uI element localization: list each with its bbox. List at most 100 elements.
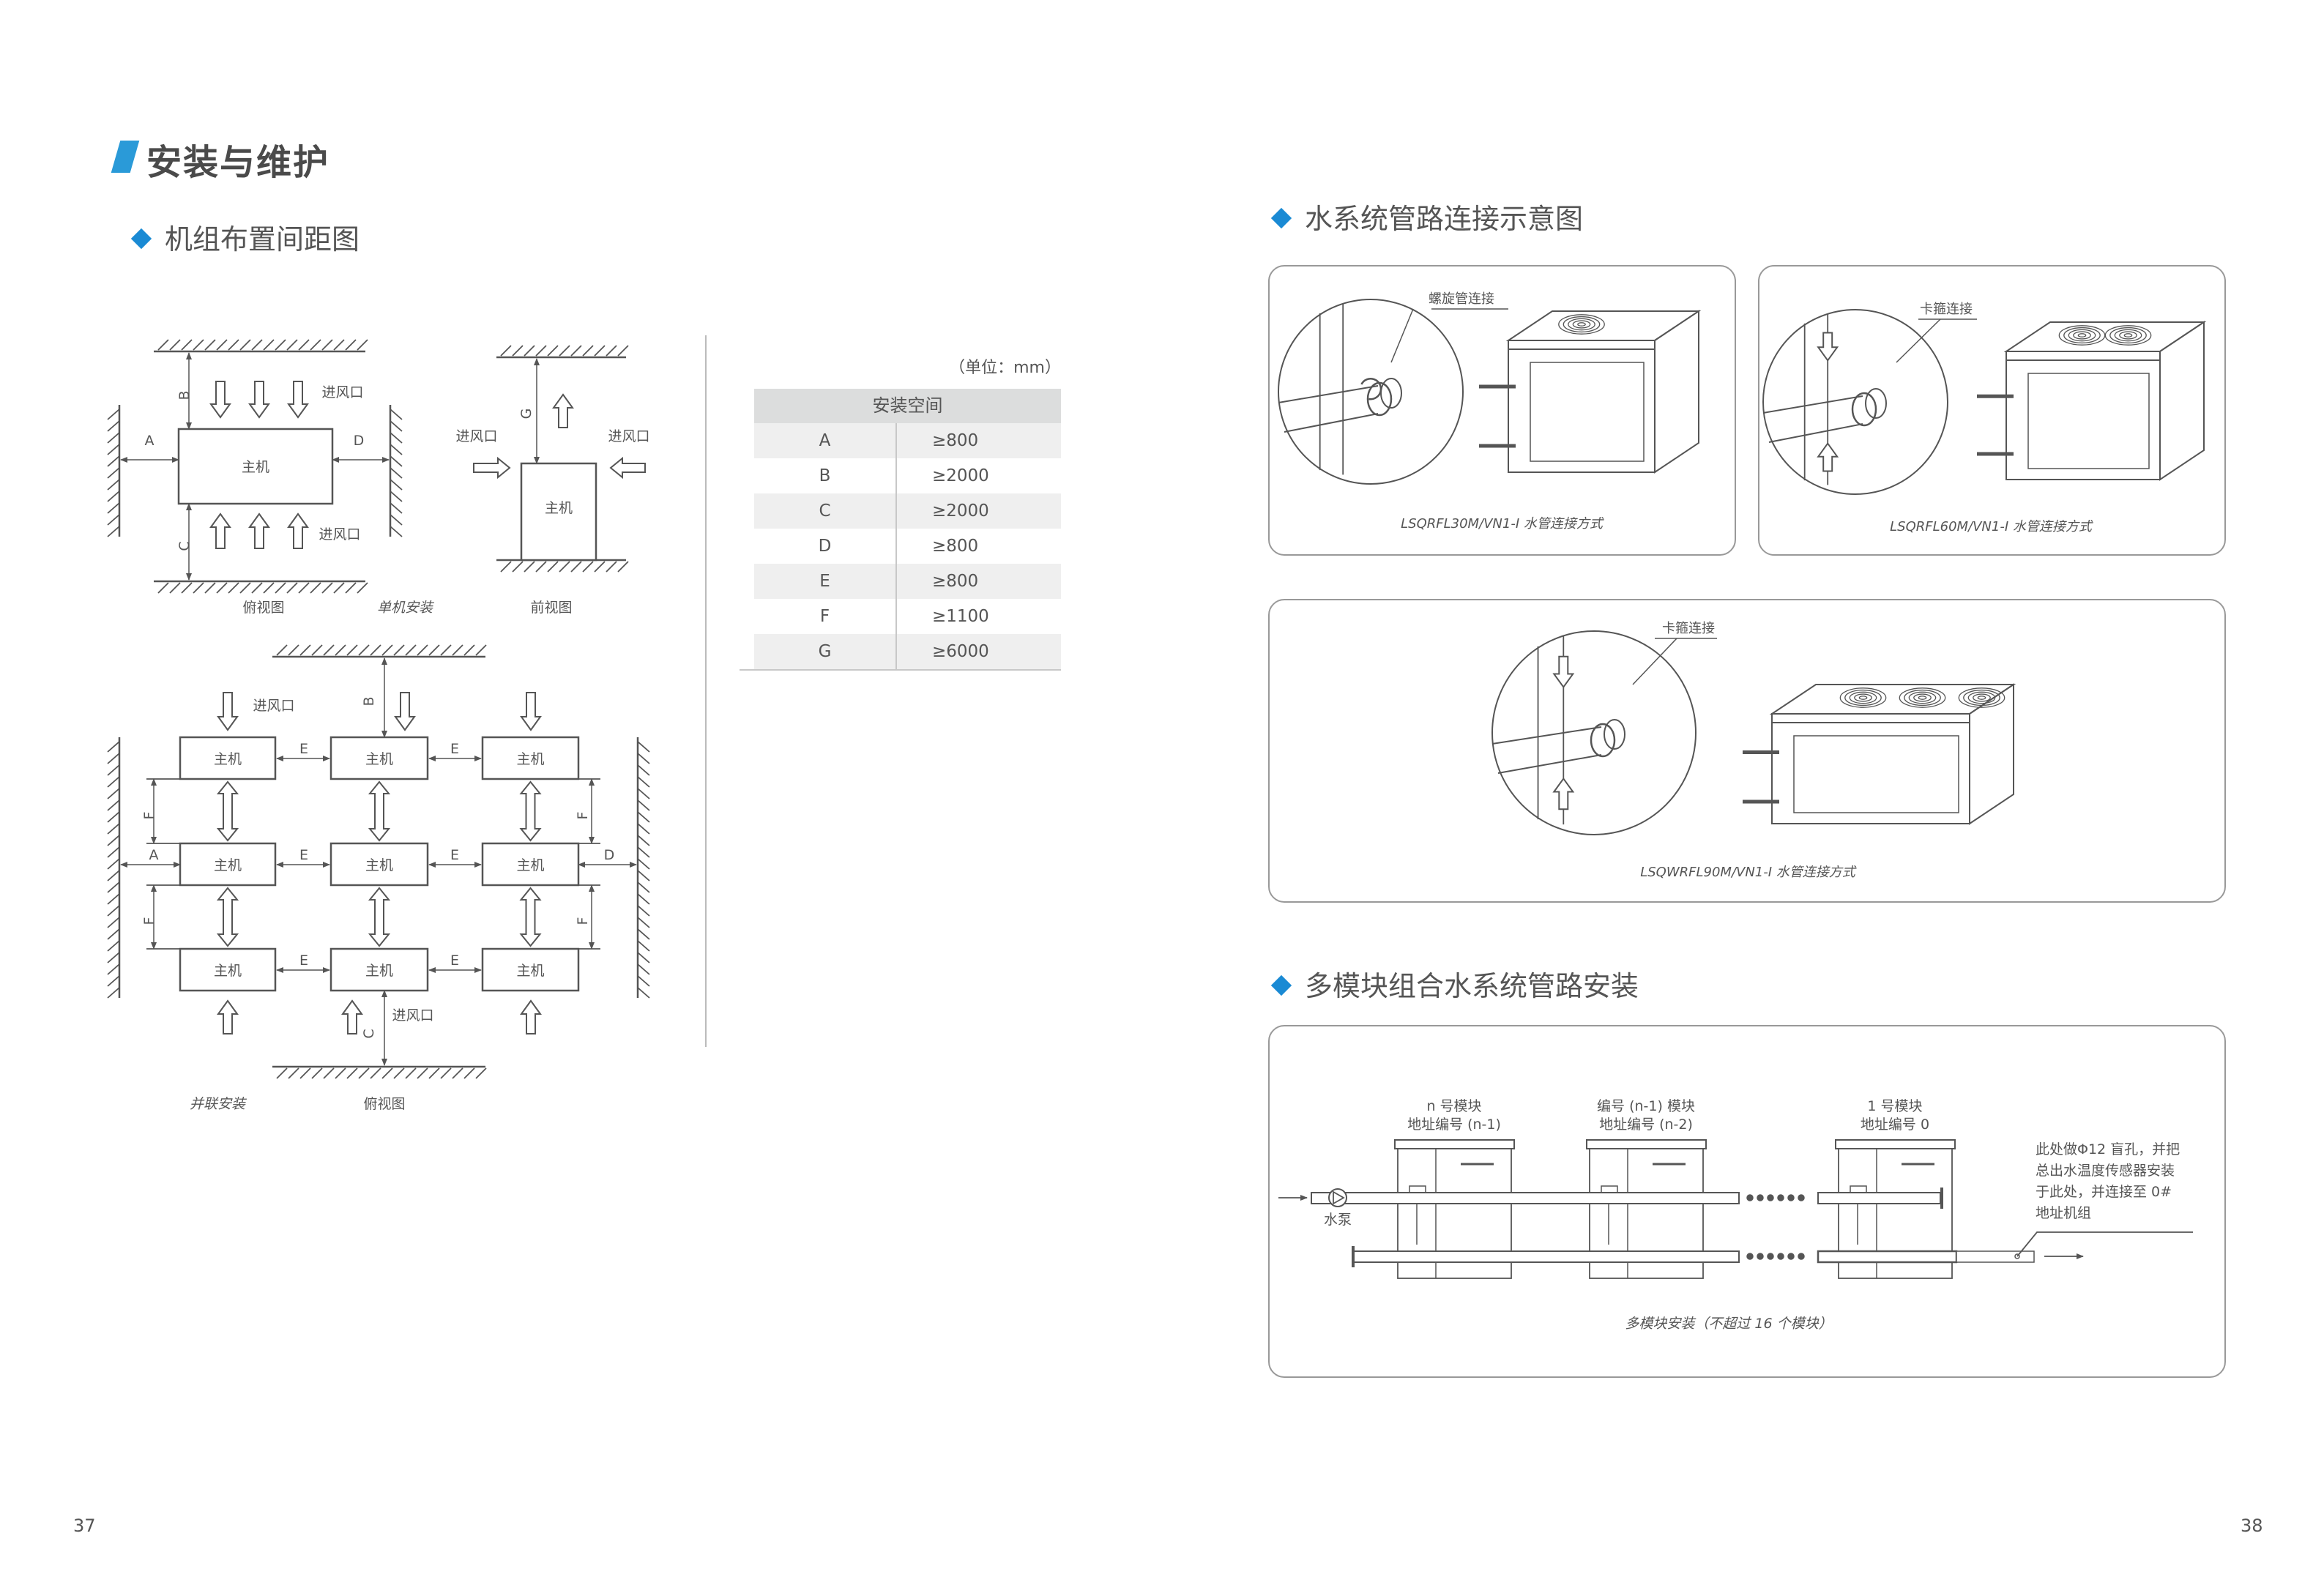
wall-hatch xyxy=(358,644,370,656)
continuation-dot xyxy=(1757,1194,1764,1201)
fan-icon xyxy=(1568,318,1595,331)
page-number-right: 38 xyxy=(2241,1516,2263,1536)
wall-hatch xyxy=(606,345,617,357)
main-unit-label: 主机 xyxy=(516,751,544,767)
wall-hatch xyxy=(107,881,120,893)
wall-hatch xyxy=(181,339,193,351)
main-unit-box xyxy=(481,842,580,887)
panel-caption: LSQRFL30M/VN1-I 水管连接方式 xyxy=(1401,516,1604,532)
continuation-dot xyxy=(1767,1253,1774,1260)
module-cap xyxy=(1586,1139,1707,1149)
wall-hatch xyxy=(417,644,428,656)
column-divider xyxy=(705,335,707,1047)
callout-leader xyxy=(1896,318,1941,363)
pipe-outline xyxy=(1491,726,1602,774)
wall-hatch xyxy=(637,963,650,975)
front-view-caption: 前视图 xyxy=(530,600,572,616)
module-cap xyxy=(1394,1139,1515,1149)
magnifier-circle xyxy=(1762,309,1948,495)
wall-hatch xyxy=(452,1067,463,1079)
table-bottom-rule xyxy=(740,669,1061,671)
wall-hatch xyxy=(333,339,345,351)
unit-60m-lid xyxy=(2005,351,2161,361)
main-unit-box xyxy=(329,947,429,992)
wall-hatch xyxy=(637,753,650,764)
table-header: 安装空间 xyxy=(754,389,1061,423)
wall-hatch xyxy=(157,582,169,594)
wall-hatch xyxy=(570,345,582,357)
space-value: ≥2000 xyxy=(932,466,989,485)
wall-hatch xyxy=(535,345,547,357)
wall-hatch xyxy=(637,987,650,999)
wall-hatch xyxy=(310,582,321,594)
wall-hatch xyxy=(405,1067,417,1079)
return-pipe xyxy=(1352,1250,1740,1263)
wall-hatch xyxy=(637,799,650,811)
wall-hatch xyxy=(107,409,120,420)
wall-hatch xyxy=(107,444,120,455)
air-inlet-label: 进风口 xyxy=(253,698,294,714)
fan-icon xyxy=(2063,327,2101,344)
space-key: B xyxy=(754,458,897,493)
wall-hatch xyxy=(381,644,393,656)
wall-hatch xyxy=(428,1067,440,1079)
panel-90m xyxy=(1268,599,2226,903)
airflow-arrow-icon xyxy=(609,456,646,480)
space-key: F xyxy=(754,599,897,634)
wall-hatch xyxy=(299,1067,311,1079)
dim-label-b: B xyxy=(361,696,377,706)
wall-hatch xyxy=(311,1067,323,1079)
wall-hatch xyxy=(107,917,120,928)
wall-hatch xyxy=(637,928,650,940)
module-label: 地址编号 0 xyxy=(1861,1116,1929,1133)
fan-icon xyxy=(1908,691,1937,704)
top-view-caption: 俯视图 xyxy=(242,600,284,616)
main-unit-label: 主机 xyxy=(516,963,544,979)
wall-hatch xyxy=(107,788,120,799)
airflow-arrow-icon xyxy=(1552,777,1575,810)
sensor-note-line: 此处做Φ12 盲孔，并把 xyxy=(2036,1141,2180,1157)
continuation-dot xyxy=(1787,1253,1795,1260)
wall-hatch xyxy=(181,582,193,594)
fan-icon xyxy=(2109,327,2147,344)
main-unit-label: 主机 xyxy=(214,963,242,979)
dim-label-e: E xyxy=(299,952,308,969)
space-value: ≥6000 xyxy=(932,642,989,661)
fan-icon xyxy=(1904,689,1941,707)
wall-hatch xyxy=(239,339,251,351)
airflow-arrow-icon xyxy=(394,692,416,731)
wall-hatch xyxy=(390,502,403,514)
wall-hatch xyxy=(286,582,298,594)
supply-pipe xyxy=(1817,1192,1941,1204)
wall-hatch xyxy=(390,514,403,526)
dim-label-d: D xyxy=(604,847,615,863)
wall-hatch xyxy=(107,952,120,963)
module-label: 地址编号 (n-1) xyxy=(1407,1116,1501,1133)
wall-hatch xyxy=(311,644,323,656)
wall-hatch xyxy=(107,823,120,835)
airflow-arrow-icon xyxy=(209,381,231,419)
wall-hatch xyxy=(107,811,120,823)
wall-hatch xyxy=(594,561,606,573)
table-row: A≥800 xyxy=(754,423,1061,458)
wall-hatch xyxy=(251,339,263,351)
wall-hatch xyxy=(452,644,463,656)
wall-hatch xyxy=(637,870,650,881)
wall-hatch xyxy=(275,582,286,594)
wall-hatch xyxy=(228,582,239,594)
wall-hatch xyxy=(524,345,535,357)
wall-hatch xyxy=(346,1067,358,1079)
sensor-hole-icon xyxy=(2014,1253,2020,1259)
wall-hatch xyxy=(500,345,512,357)
wall-hatch xyxy=(107,455,120,467)
wall-hatch xyxy=(251,582,263,594)
wall-hatch xyxy=(582,561,594,573)
page-title: 安装与维护 xyxy=(146,142,330,183)
fan-icon xyxy=(1854,693,1872,702)
wall-hatch xyxy=(335,1067,346,1079)
panel-60m xyxy=(1758,265,2226,556)
section-heading-layout: 机组布置间距图 xyxy=(130,217,360,257)
fan-icon xyxy=(2114,329,2142,342)
main-unit-label: 主机 xyxy=(545,500,573,516)
table-row: C≥2000 xyxy=(754,493,1061,529)
